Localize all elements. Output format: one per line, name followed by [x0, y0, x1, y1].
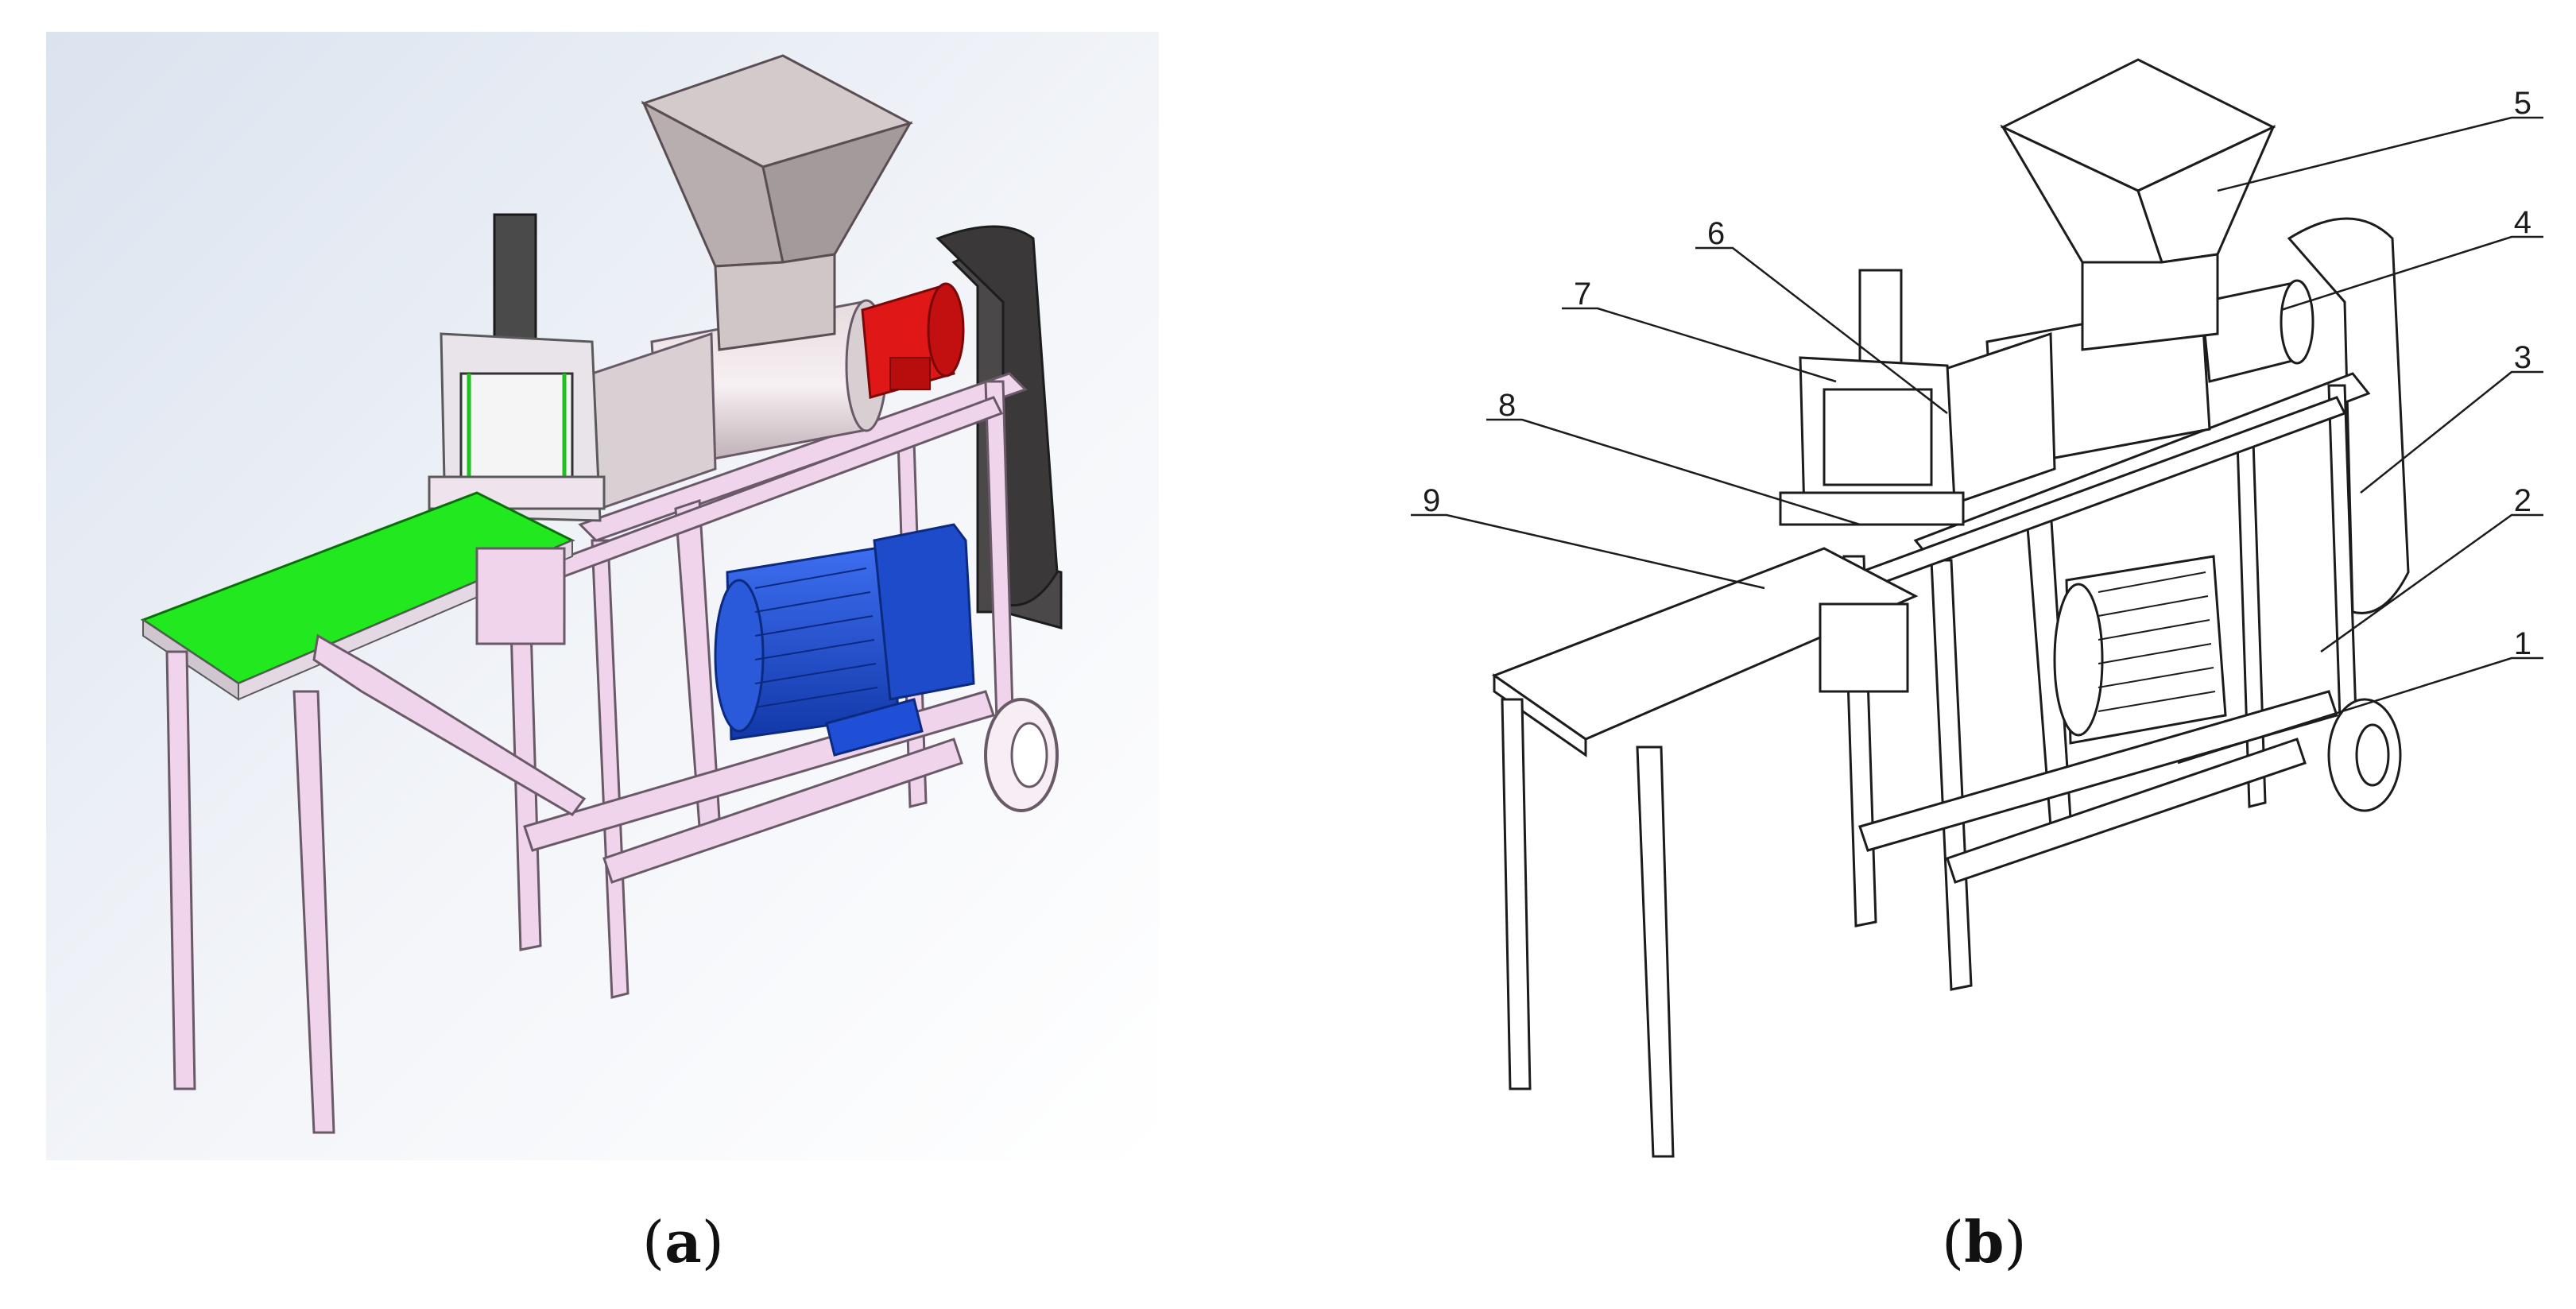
leader-line-6 [1695, 246, 1948, 414]
leader-line-1 [2177, 656, 2543, 765]
gear-reducer-b [2200, 279, 2315, 383]
callout-label-4: 4 [2514, 205, 2531, 240]
cutting-unit-b [1779, 269, 1965, 526]
leader-line-4 [2280, 235, 2543, 312]
callout-label-7: 7 [1574, 277, 1591, 312]
leader-line-8 [1486, 418, 1861, 526]
feed-hopper-a [641, 54, 913, 351]
wheel-a [984, 698, 1059, 812]
machine-frame-b [1842, 372, 2371, 991]
caption-a: (a) [642, 1208, 724, 1276]
callout-label-2: 2 [2514, 483, 2531, 518]
leader-line-7 [1562, 307, 1837, 383]
leader-line-3 [2360, 370, 2543, 494]
panel-b-line-drawing [1491, 58, 2410, 1158]
callout-label-6: 6 [1707, 216, 1725, 251]
electric-motor-b [2053, 555, 2227, 745]
callout-label-9: 9 [1423, 483, 1440, 518]
leader-line-5 [2217, 116, 2543, 192]
callout-label-5: 5 [2514, 86, 2531, 121]
leader-line-9 [1411, 513, 1765, 590]
caption-b: (b) [1942, 1208, 2027, 1276]
panel-a-rendered-view [46, 32, 1159, 1160]
leader-line-2 [2320, 513, 2543, 653]
callout-label-1: 1 [2514, 626, 2531, 661]
electric-motor-a [714, 523, 975, 757]
gear-reducer-a [861, 282, 965, 399]
extrusion-drum-b [1930, 300, 2211, 511]
conveyor-a [140, 491, 587, 1134]
callout-label-3: 3 [2514, 340, 2531, 375]
conveyor-b [1491, 547, 1919, 1158]
feed-hopper-b [2000, 58, 2276, 351]
callout-label-8: 8 [1498, 388, 1516, 423]
belt-drive-b [2287, 217, 2410, 614]
